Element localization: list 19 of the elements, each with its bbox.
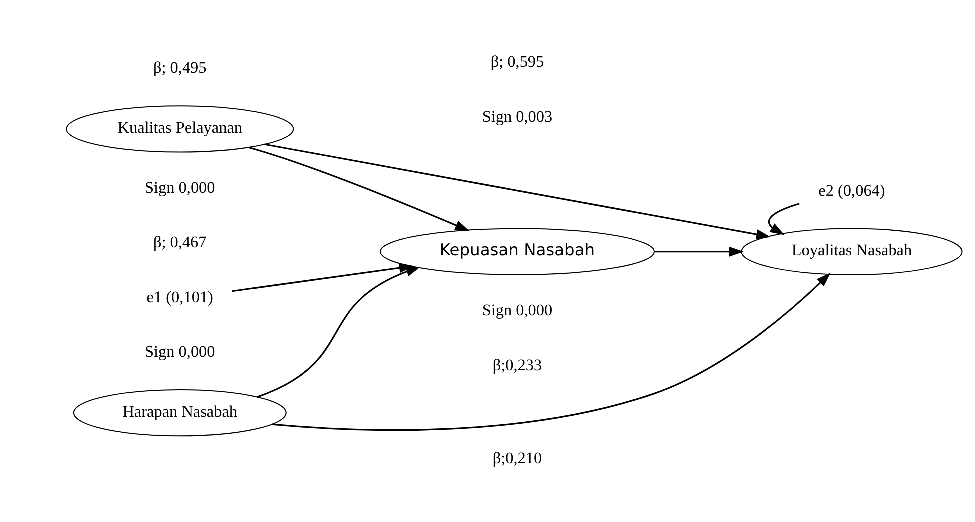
arrow xyxy=(654,246,744,256)
label: β;0,210 xyxy=(492,449,542,468)
label: Sign 0,003 xyxy=(482,107,552,126)
label: β; 0,595 xyxy=(490,52,544,71)
label: β;0,233 xyxy=(492,356,542,374)
node-ellipse: Harapan Nasabah xyxy=(72,388,286,436)
arrow xyxy=(248,146,470,231)
arrow xyxy=(264,143,770,240)
label: β; 0,495 xyxy=(152,58,206,77)
label: β; 0,467 xyxy=(152,233,206,252)
arrow xyxy=(272,272,830,431)
node-text: e2 (0,064) xyxy=(818,181,885,200)
node-ellipse: Kualitas Pelayanan xyxy=(66,105,294,152)
node-text: e1 (0,101) xyxy=(146,288,213,306)
label: Sign 0,000 xyxy=(144,342,215,361)
label: Sign 0,000 xyxy=(482,301,552,320)
arrow xyxy=(768,202,800,235)
label: Sign 0,000 xyxy=(144,178,215,196)
arrow xyxy=(232,262,414,292)
